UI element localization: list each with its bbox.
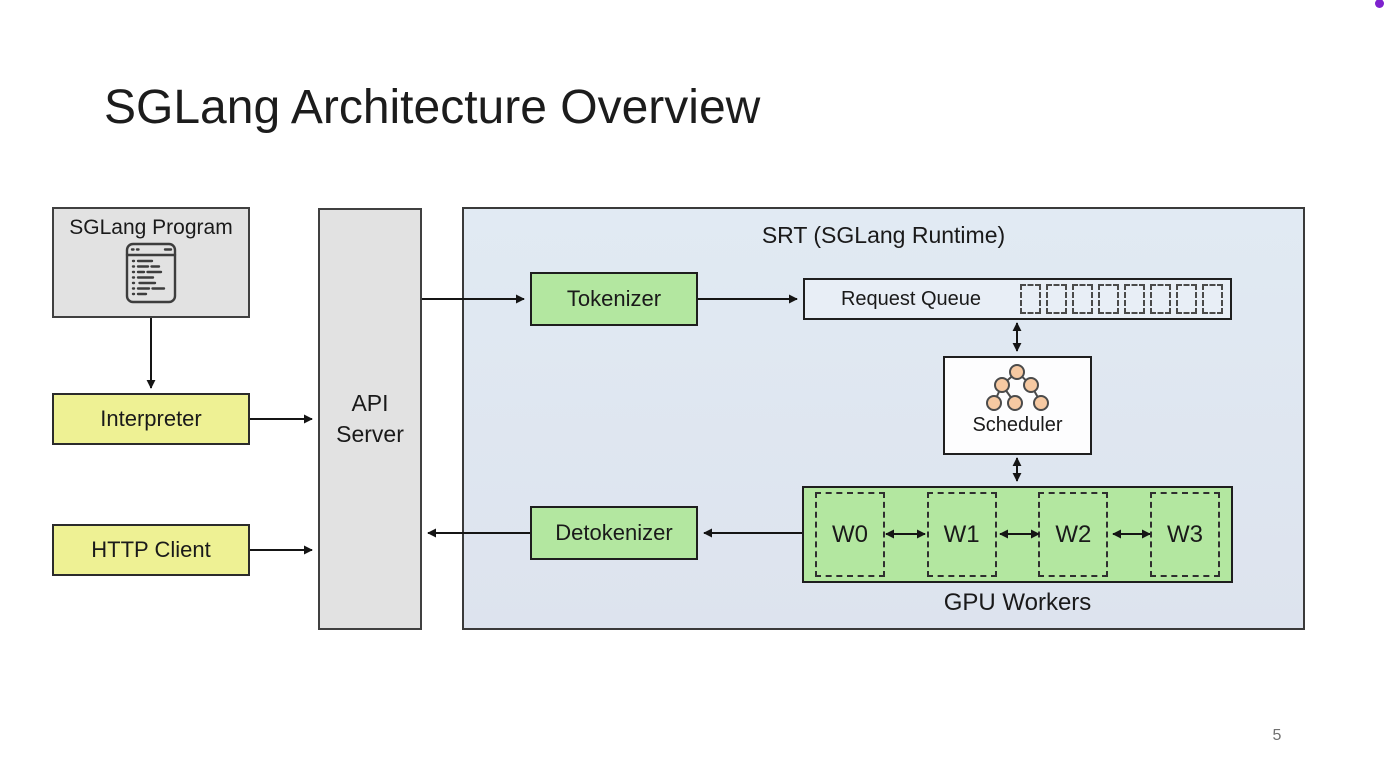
tokenizer-label: Tokenizer	[566, 286, 662, 311]
detokenizer-box: Detokenizer	[530, 506, 698, 560]
worker-w0-label: W0	[832, 520, 868, 548]
page-number: 5	[1272, 727, 1282, 744]
worker-w1: W1	[926, 492, 997, 577]
tokenizer-box: Tokenizer	[530, 272, 698, 326]
code-file-icon	[125, 242, 177, 304]
interpreter-label: Interpreter	[100, 406, 202, 431]
queue-slot	[1072, 284, 1093, 314]
worker-w1-label: W1	[943, 520, 980, 548]
api-server-label: API Server	[336, 389, 404, 447]
scheduler-label: Scheduler	[972, 414, 1063, 436]
worker-w0: W0	[815, 492, 885, 577]
gpu-workers-box: W0 W1 W2 W3	[802, 486, 1233, 583]
queue-slot	[1020, 284, 1041, 314]
queue-slot	[1124, 284, 1145, 314]
http-client-label: HTTP Client	[91, 537, 211, 562]
scheduler-box: Scheduler	[943, 356, 1092, 455]
radix-tree-icon	[985, 364, 1049, 411]
queue-slot	[1176, 284, 1197, 314]
queue-slot	[1046, 284, 1067, 314]
slide-title: SGLang Architecture Overview	[104, 81, 761, 134]
request-queue-box: Request Queue	[803, 278, 1232, 320]
worker-w3-label: W3	[1166, 520, 1203, 548]
gpu-workers-label: GPU Workers	[943, 589, 1092, 616]
worker-w2: W2	[1038, 492, 1109, 577]
sglang-program-label: SGLang Program	[69, 216, 233, 239]
recording-dot	[1375, 0, 1384, 8]
queue-slot	[1150, 284, 1171, 314]
request-queue-label: Request Queue	[840, 287, 982, 310]
sglang-program-box: SGLang Program	[52, 207, 250, 318]
api-server-box: API Server	[318, 208, 422, 630]
interpreter-box: Interpreter	[52, 393, 250, 445]
worker-w2-label: W2	[1055, 520, 1092, 548]
queue-slot	[1098, 284, 1119, 314]
queue-slot	[1202, 284, 1223, 314]
srt-title: SRT (SGLang Runtime)	[761, 222, 1006, 248]
http-client-box: HTTP Client	[52, 524, 250, 576]
request-queue-slots	[1020, 284, 1230, 314]
detokenizer-label: Detokenizer	[555, 520, 673, 545]
worker-w3: W3	[1149, 492, 1220, 577]
